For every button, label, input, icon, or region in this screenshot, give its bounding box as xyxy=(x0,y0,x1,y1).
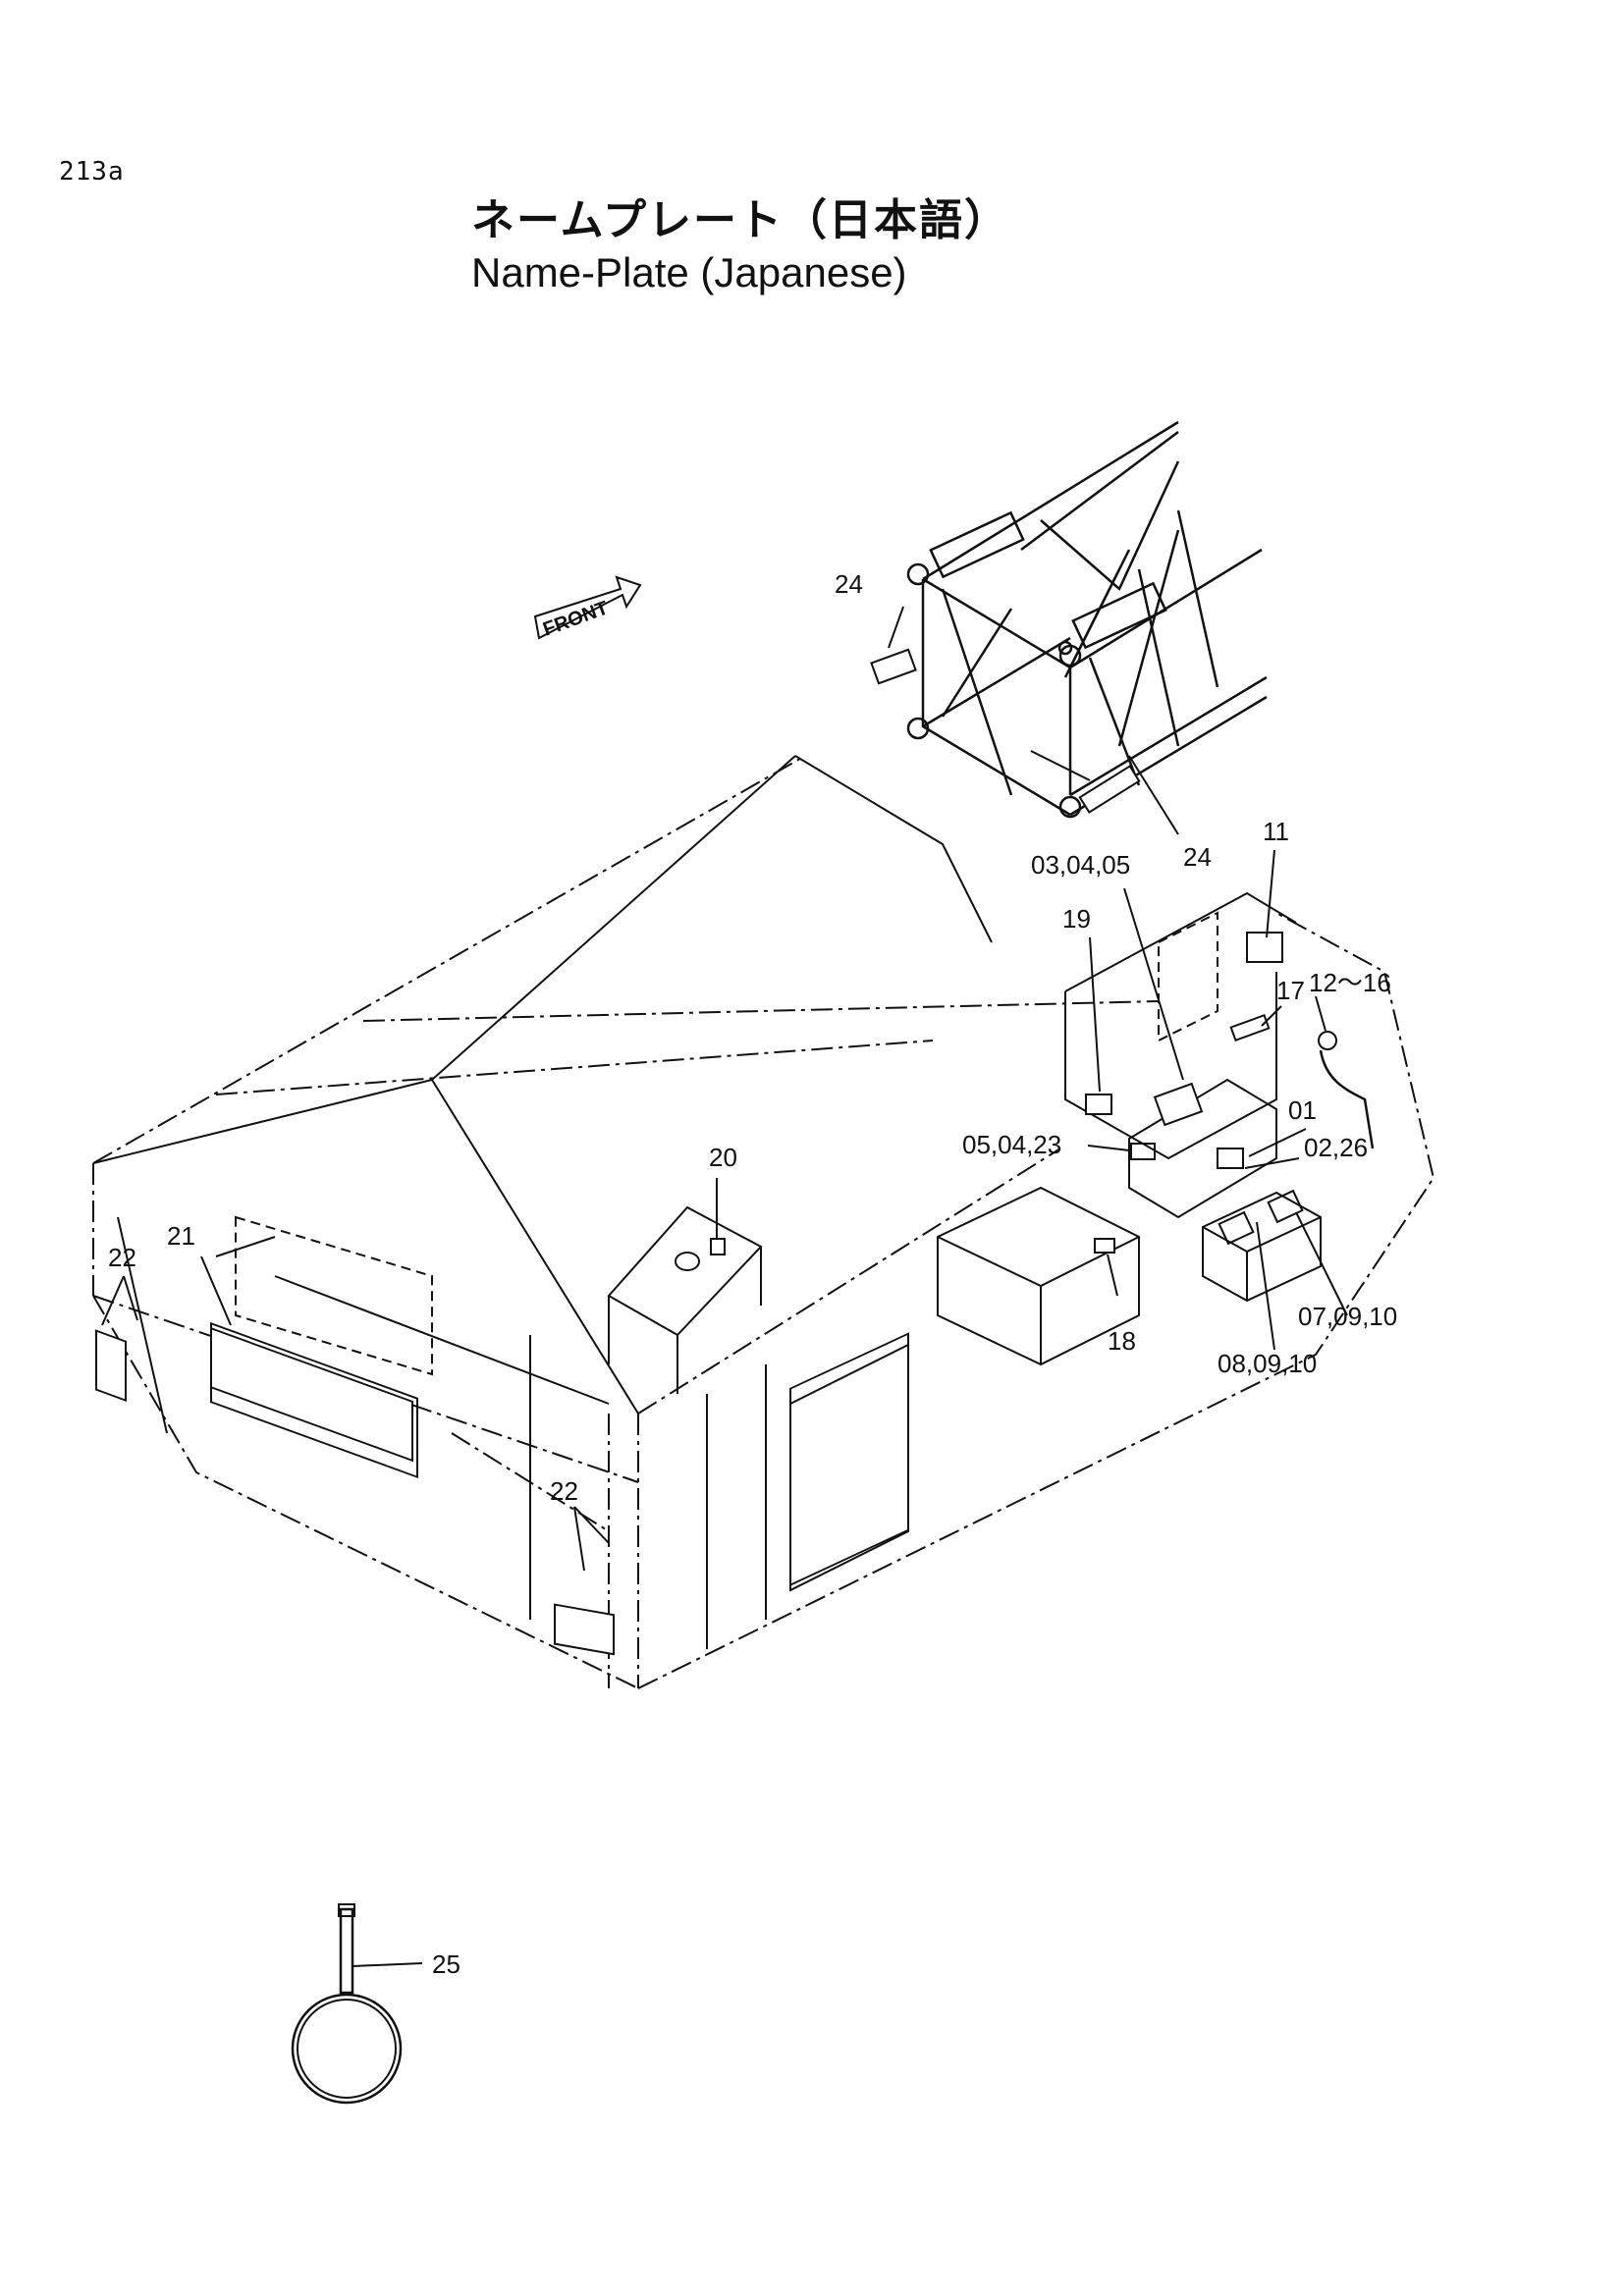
page-number: 213a xyxy=(59,157,125,187)
plate-20 xyxy=(710,1238,726,1255)
plate-24-top xyxy=(870,648,917,685)
control-lever xyxy=(1319,1049,1375,1149)
title-english: Name-Plate (Japanese) xyxy=(471,249,907,295)
callout-01: 01 xyxy=(1288,1095,1317,1125)
callout-17: 17 xyxy=(1276,976,1305,1005)
callout-19: 19 xyxy=(1062,904,1091,934)
plate-19 xyxy=(1085,1094,1112,1115)
plate-22-left xyxy=(95,1329,127,1402)
callout-07-09-10: 07,09,10 xyxy=(1298,1302,1397,1331)
plate-01 xyxy=(1217,1148,1244,1169)
callout-22-right: 22 xyxy=(550,1476,578,1506)
callout-11: 11 xyxy=(1263,817,1289,846)
plate-21 xyxy=(210,1326,413,1463)
callout-20: 20 xyxy=(709,1143,737,1172)
title-japanese: ネームプレート（日本語） xyxy=(471,195,1010,245)
callout-25: 25 xyxy=(432,1949,460,1979)
callout-03-04-05: 03,04,05 xyxy=(1031,850,1130,880)
callout-05-04-23: 05,04,23 xyxy=(962,1130,1061,1159)
callout-24-top: 24 xyxy=(835,569,863,599)
plate-18 xyxy=(1094,1238,1115,1254)
callout-08-09-10: 08,09,10 xyxy=(1218,1349,1317,1378)
front-arrow: FRONT xyxy=(533,575,642,641)
callout-21: 21 xyxy=(167,1221,195,1251)
callout-22-left: 22 xyxy=(108,1243,136,1272)
fuel-cap xyxy=(675,1252,700,1271)
callout-02-26: 02,26 xyxy=(1304,1133,1368,1162)
plate-22-right xyxy=(554,1603,615,1656)
plate-11 xyxy=(1246,932,1283,963)
boom-lattice xyxy=(906,420,1268,819)
callout-12-16: 12〜16 xyxy=(1309,968,1391,997)
plate-17 xyxy=(1229,1013,1271,1042)
callout-18: 18 xyxy=(1108,1326,1136,1356)
ring-tag xyxy=(291,1903,423,2105)
upper-structure xyxy=(92,755,1435,1689)
callout-24-bottom: 24 xyxy=(1183,842,1212,872)
